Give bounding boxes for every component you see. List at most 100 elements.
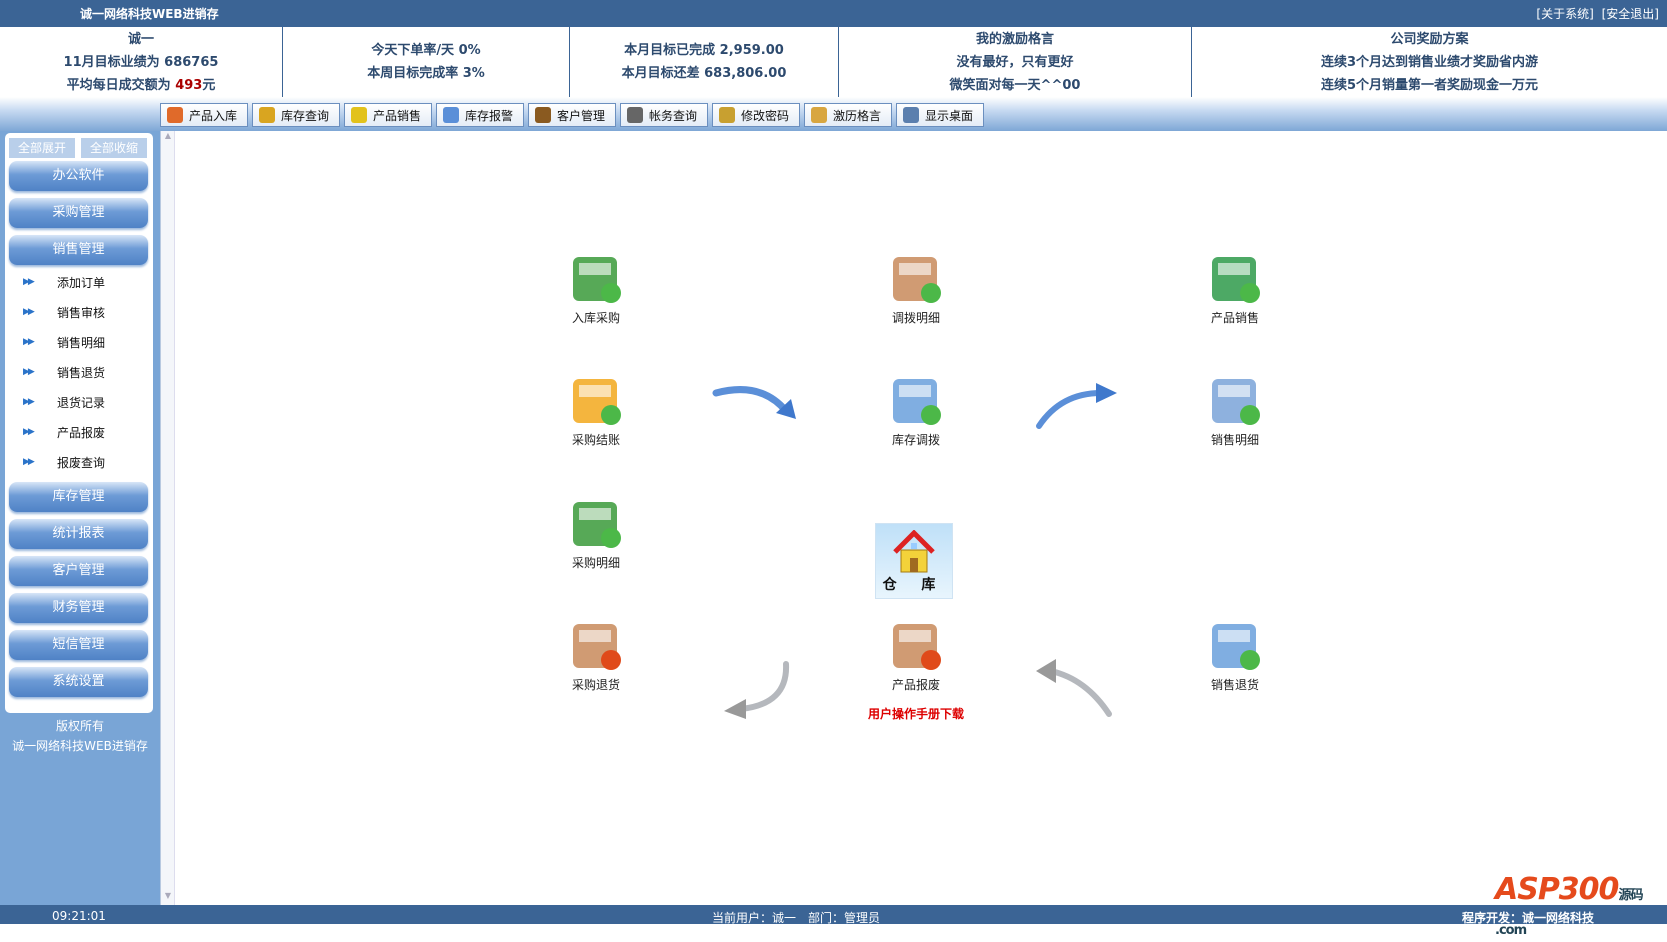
rate-panel: 今天下单率/天 0% 本周目标完成率 3% (283, 27, 570, 97)
flow-node-label: 调拨明细 (891, 311, 940, 325)
flow-node-label: 入库采购 (571, 311, 620, 325)
sidebar-group[interactable]: 办公软件 (9, 161, 148, 191)
toolbar-button-label: 库存报警 (465, 108, 514, 123)
sidebar-sub-label: 添加订单 (57, 275, 106, 290)
key-icon (719, 107, 735, 123)
speaker-icon (443, 107, 459, 123)
toolbar-button-5[interactable]: 客户管理 (528, 103, 616, 127)
sidebar-group[interactable]: 短信管理 (9, 630, 148, 660)
sidebar-sub-item[interactable]: ▶▶销售审核 (23, 302, 105, 322)
flow-node-label: 销售退货 (1210, 678, 1259, 692)
flow-node-label: 产品销售 (1210, 311, 1259, 325)
tag-icon (351, 107, 367, 123)
flow-node[interactable]: 采购明细 (546, 494, 646, 571)
watermark-logo: ASP300源码 .com (1495, 872, 1643, 938)
manual-download-link[interactable]: 用户操作手册下载 (867, 707, 964, 721)
toolbar: 产品入库库存查询 产品销售 库存报警 客户管理 帐务查询修改密码 激历格言 显示桌面 (0, 97, 1667, 131)
boxes-transfer-icon (893, 257, 941, 303)
scroll-down-icon[interactable]: ▼ (164, 891, 172, 900)
flow-node-label: 销售明细 (1210, 433, 1259, 447)
flow-node[interactable]: 入库采购 (546, 249, 646, 326)
top-bar: 诚一网络科技WEB进销存 [关于系统] [安全退出] (0, 0, 1667, 27)
double-arrow-icon: ▶▶ (23, 337, 35, 347)
about-system-link[interactable]: [关于系统] (1536, 7, 1594, 21)
sidebar-sub-item[interactable]: ▶▶报废查询 (23, 452, 105, 472)
main-content: ▲ ▼ 入库采购 调拨明细 产品销售采购结账 库存调拨 销售明细采购明细采购退货 产品报废… (160, 131, 1663, 905)
toolbar-button-label: 客户管理 (557, 108, 606, 123)
sidebar-group[interactable]: 客户管理 (9, 556, 148, 586)
flow-node[interactable]: 采购结账 (546, 371, 646, 448)
box-cancel-icon (573, 624, 621, 670)
month-panel: 本月目标已完成 2,959.00 本月目标还差 683,806.00 (570, 27, 839, 97)
sidebar-sub-item[interactable]: ▶▶产品报废 (23, 422, 105, 442)
flow-node[interactable]: 产品报废 (866, 616, 966, 693)
book-icon (259, 107, 275, 123)
flow-node-label: 采购退货 (571, 678, 620, 692)
month-done: 本月目标已完成 2,959.00 (624, 43, 784, 58)
spreadsheet-pencil-icon (1212, 257, 1260, 303)
toolbar-button-label: 产品销售 (373, 108, 422, 123)
flow-arrow-up-left (1036, 659, 1112, 717)
cart-check-icon (573, 257, 621, 303)
sidebar-sub-label: 销售退货 (57, 365, 106, 380)
sidebar-group[interactable]: 财务管理 (9, 593, 148, 623)
motto-panel: 我的激励格言 没有最好，只有更好 微笑面对每一天^^00 (839, 27, 1192, 97)
sidebar-group[interactable]: 销售管理 (9, 235, 148, 265)
warehouse-house-icon (893, 530, 935, 573)
sidebar-group[interactable]: 统计报表 (9, 519, 148, 549)
scroll-up-icon[interactable]: ▲ (164, 131, 172, 140)
sidebar-sub-label: 产品报废 (57, 425, 106, 440)
sidebar-group[interactable]: 系统设置 (9, 667, 148, 697)
sidebar-sub-item[interactable]: ▶▶ 添加订单 (23, 272, 105, 292)
flow-node[interactable]: 销售退货 (1185, 616, 1285, 693)
daily-average: 平均每日成交额为 493元 (66, 77, 216, 93)
toolbar-button-1[interactable]: 产品入库 (160, 103, 248, 127)
reward-line: 连续3个月达到销售业绩才奖励省内游 (1320, 54, 1539, 70)
warehouse-center-button[interactable]: 仓 库 (875, 523, 953, 599)
sidebar-sub-item[interactable]: ▶▶销售明细 (23, 332, 105, 352)
toolbar-button-3[interactable]: 产品销售 (344, 103, 432, 127)
double-arrow-icon: ▶▶ (23, 277, 35, 287)
double-arrow-icon: ▶▶ (23, 397, 35, 407)
warehouse-label: 仓 库 (882, 577, 946, 593)
toolbar-button-label: 显示桌面 (925, 108, 974, 123)
toolbar-button-label: 帐务查询 (649, 108, 698, 123)
sidebar-sub-label: 报废查询 (57, 455, 106, 470)
toolbar-button-4[interactable]: 库存报警 (436, 103, 524, 127)
toolbar-button-8[interactable]: 激历格言 (804, 103, 892, 127)
flow-arrow-right-up (1036, 383, 1117, 429)
sidebar-group[interactable]: 采购管理 (9, 198, 148, 228)
sidebar-sub-item[interactable]: ▶▶ 退货记录 (23, 392, 105, 412)
motto-line: 微笑面对每一天^^00 (949, 77, 1081, 93)
flow-node[interactable]: 产品销售 (1185, 249, 1285, 326)
double-arrow-icon: ▶▶ (23, 307, 35, 317)
copyright-line: 诚一网络科技WEB进销存 (12, 739, 148, 753)
sidebar-sub-item[interactable]: ▶▶ 销售退货 (23, 362, 105, 382)
sidebar-group[interactable]: 库存管理 (9, 482, 148, 512)
flow-node[interactable]: 调拨明细 (866, 249, 966, 326)
toolbar-button-6[interactable]: 帐务查询 (620, 103, 708, 127)
toolbar-button-9[interactable]: 显示桌面 (896, 103, 984, 127)
flow-arrow-right-down (712, 386, 796, 419)
flow-node[interactable]: 采购退货 (546, 616, 646, 693)
sidebar-sub-label: 退货记录 (57, 395, 106, 410)
flow-node[interactable]: 销售明细 (1185, 371, 1285, 448)
expand-all-button[interactable]: 全部展开 (9, 138, 75, 158)
flow-node[interactable]: 库存调拨 (866, 371, 966, 448)
logout-link[interactable]: [安全退出] (1601, 7, 1659, 21)
vertical-scrollbar[interactable]: ▲ ▼ (161, 131, 175, 905)
collapse-all-button[interactable]: 全部收缩 (81, 138, 147, 158)
clipboard-icon (627, 107, 643, 123)
toolbar-button-2[interactable]: 库存查询 (252, 103, 340, 127)
daily-rate: 今天下单率/天 0% (371, 43, 481, 58)
sidebar: 全部展开 全部收缩 办公软件采购管理销售管理 ▶▶ 添加订单 ▶▶销售审核 ▶▶销售明细… (0, 131, 160, 905)
toolbar-button-label: 产品入库 (189, 108, 238, 123)
toolbar-button-label: 激历格言 (833, 108, 882, 123)
flow-node-label: 采购结账 (571, 433, 620, 447)
box-cancel-icon (893, 624, 941, 670)
user-target-panel: 诚一 11月目标业绩为 686765 平均每日成交额为 493元 (0, 27, 283, 97)
double-arrow-icon: ▶▶ (23, 367, 35, 377)
motto-line: 没有最好，只有更好 (956, 54, 1074, 70)
toolbar-button-7[interactable]: 修改密码 (712, 103, 800, 127)
flow-node-label: 库存调拨 (891, 433, 940, 447)
